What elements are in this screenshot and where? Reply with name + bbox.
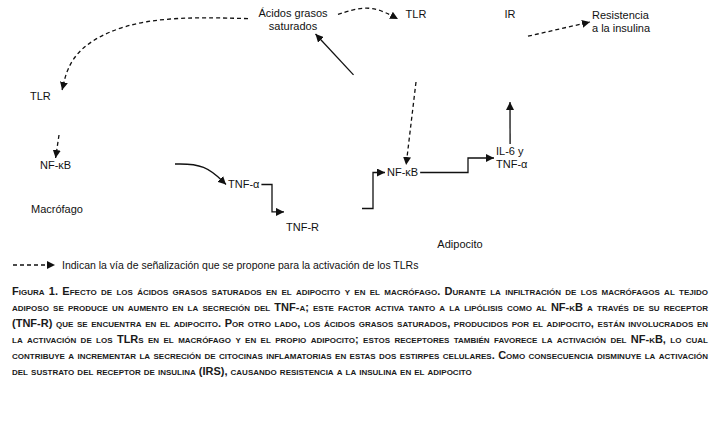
cell-nucleus [348,63,552,227]
receptor-body [288,204,346,212]
vrec-outline [492,8,528,102]
adipo-outline [330,25,590,259]
signal-arrow [420,158,494,173]
signal-arrow [528,22,590,36]
dna-strand [392,194,492,208]
node-label: Adipocito [437,238,482,251]
node-label: TLR [30,90,51,103]
cell-membrane [19,118,172,222]
receptor-body [506,24,514,90]
node-label: NF-κB [40,159,71,172]
node-label: Resistencia a la insulina [592,9,658,35]
receptor-domain [345,202,359,214]
receptor-body [62,104,90,119]
dashed-arrow-sample [13,264,48,265]
node-label: TLR [406,8,427,21]
node-label: TNF-R [286,221,319,234]
legend-text: Indican la vía de señalización que se pr… [62,259,418,271]
cell-nucleus [87,137,135,157]
nfkb-dimer [424,191,434,201]
signal-arrow [62,18,248,90]
signal-arrow [338,8,398,19]
node-label: TNF-α [228,178,259,191]
signal-arrow [509,102,510,144]
legend-row: Indican la vía de señalización que se pr… [12,259,418,271]
signal-arrow [56,135,59,158]
label-box: Ácidos grasos saturados [248,6,338,34]
node-label: Macrófago [31,203,83,216]
figure-caption: Figura 1. Efecto de los ácidos grasos sa… [12,284,708,380]
label-box: TNF-α [226,177,261,192]
arrowhead-sample [47,261,55,269]
receptor-domain [54,116,68,126]
legend-swatch [12,259,56,271]
receptor-symbol: TNF-R [284,200,362,234]
receptor-domain [410,65,422,81]
node-label: Ácidos grasos saturados [250,7,336,33]
receptor-symbol: TLR [28,90,90,135]
signal-arrow [261,185,284,212]
signal-arrow [316,34,354,75]
receptor-body [412,24,420,70]
nfkb-dimer [433,193,443,203]
signal-arrow [362,173,385,209]
macrophage-cell: Macrófago NF-κB [15,110,175,230]
node-label: NF-κB [387,166,418,179]
label-box: NF-κB [38,158,73,173]
signal-arrow [406,82,416,165]
receptor-symbol: TLR [398,8,434,82]
cell-membrane [331,26,589,258]
node-label: IL-6 y TNF-α [496,145,538,171]
label-box: IL-6 y TNF-α [494,144,540,172]
dna-strand [392,194,492,208]
label-box: NF-κB [385,165,420,180]
signal-arrow [175,164,226,185]
adipocyte-cell: Adipocito NF-κB IL-6 y TNF-α [330,25,590,259]
node-label: IR [505,8,516,21]
receptor-domain [504,85,516,101]
label-box: Resistencia a la insulina [590,8,660,36]
receptor-symbol: IR [492,8,528,102]
